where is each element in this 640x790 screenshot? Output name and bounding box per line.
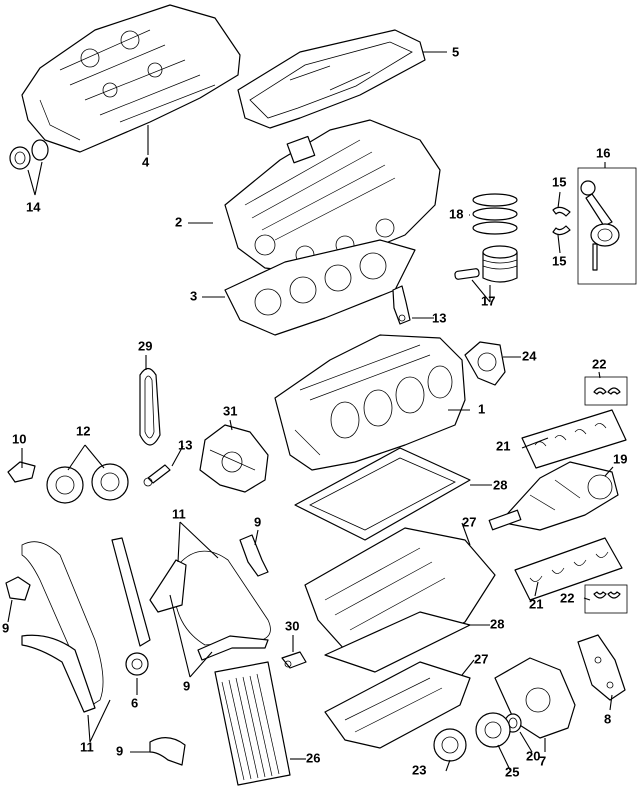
camshaft-seal[interactable] [9,139,49,170]
callout-labels: 1 2 3 4 5 6 7 8 9 9 9 9 10 11 11 12 13 1… [2,44,627,779]
callout-28-lower: 28 [490,616,504,631]
valve-cover-gasket[interactable] [237,29,426,129]
callout-6: 6 [131,695,138,710]
crankshaft[interactable] [488,461,619,531]
callout-9-center: 9 [183,678,190,693]
callout-31: 31 [223,403,237,418]
callout-9-right: 9 [254,514,261,529]
callout-27-upper: 27 [462,514,476,529]
main-bearings-upper[interactable] [521,409,627,469]
chain-guide-left[interactable] [21,634,96,713]
callout-15-lower: 15 [552,253,566,268]
oil-pump[interactable] [199,424,269,493]
timing-chain-upper[interactable] [139,367,161,446]
callout-28-upper: 28 [493,477,507,492]
callout-26: 26 [306,750,320,765]
callout-19: 19 [613,451,627,466]
rear-main-seal-housing[interactable] [464,341,506,386]
thrust-bearing-upper[interactable] [584,376,628,406]
thrust-bearing-lower[interactable] [584,584,628,614]
sensor-lower[interactable] [143,464,171,487]
oil-pan-gasket-upper[interactable] [294,447,471,541]
callout-9-left: 9 [2,620,9,635]
callout-11-upper: 11 [172,506,186,521]
callout-3: 3 [190,288,197,303]
piston[interactable] [454,245,518,283]
chain-rail-bottom[interactable] [149,737,186,766]
callout-11-lower: 11 [80,739,94,754]
callout-5: 5 [452,44,459,59]
callout-17: 17 [481,293,495,308]
crankshaft-sprocket[interactable] [125,652,149,676]
callout-9-bottom: 9 [116,743,123,758]
crankshaft-pulley[interactable] [433,728,467,762]
callout-4: 4 [142,154,150,169]
chain-guide-lower[interactable] [197,635,269,661]
callout-21-lower: 21 [529,596,543,611]
chain-tensioner-upper[interactable] [7,461,36,483]
callout-25: 25 [505,764,519,779]
oil-pan[interactable] [324,661,471,749]
callout-13-upper: 13 [432,310,446,325]
cylinder-head[interactable] [224,119,441,273]
callout-13-lower: 13 [178,437,192,452]
callout-2: 2 [175,214,182,229]
callout-8: 8 [604,711,611,726]
connecting-rod[interactable] [577,167,637,285]
chain-tensioner-lower-left[interactable] [5,576,31,601]
callout-27-lower: 27 [474,651,488,666]
piston-rings[interactable] [472,193,518,235]
chain-tensioner-right[interactable] [239,534,269,577]
leader-lines [7,51,614,772]
callout-14: 14 [26,199,41,214]
callout-29: 29 [138,338,152,353]
callout-1: 1 [478,401,485,416]
camshaft-adjusters[interactable] [46,463,129,504]
callout-22-lower: 22 [560,590,574,605]
chain-guide-right[interactable] [149,559,187,613]
valve-cover[interactable] [21,4,241,153]
oil-pressure-sensor[interactable] [281,651,307,669]
chain-guide-upper[interactable] [111,537,151,647]
vibration-damper[interactable] [475,712,511,748]
main-bearings-lower[interactable] [514,537,623,601]
callout-7: 7 [539,753,546,768]
callout-24: 24 [522,348,537,363]
callout-15-upper: 15 [552,174,566,189]
oil-cooler[interactable] [214,661,291,786]
callout-22-upper: 22 [592,356,606,371]
callout-12: 12 [76,423,90,438]
sensor-upper[interactable] [392,285,411,325]
callout-30: 30 [285,618,299,633]
callout-21-upper: 21 [496,438,510,453]
callout-20: 20 [526,748,540,763]
mounting-bracket[interactable] [577,634,626,701]
engine-block[interactable] [274,334,466,471]
rod-bearings[interactable] [552,206,571,236]
callout-23: 23 [412,762,426,777]
callout-10: 10 [12,431,26,446]
callout-16: 16 [596,145,610,160]
callout-18: 18 [449,206,463,221]
